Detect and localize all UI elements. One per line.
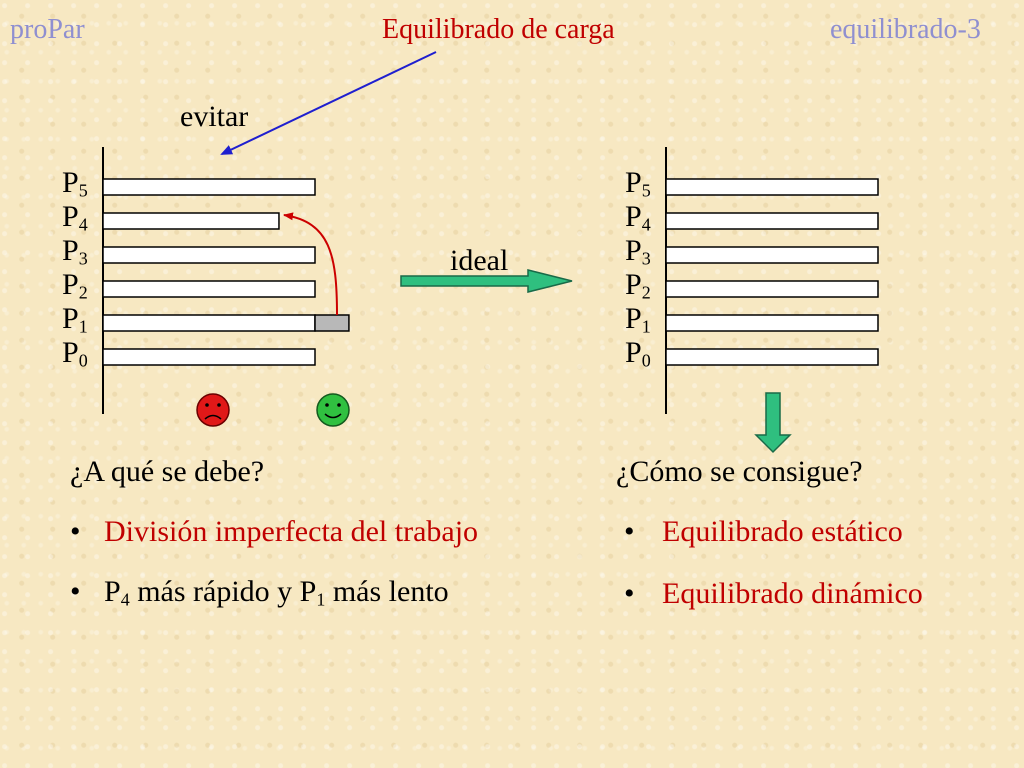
right-bars-group xyxy=(665,178,879,366)
processor-label-sub: 5 xyxy=(78,180,88,201)
left-bullet-2-b: más rápido y P xyxy=(129,575,317,608)
bullet-symbol: • xyxy=(624,577,635,610)
right-bullet-2-text: Equilibrado dinámico xyxy=(662,577,923,610)
slide-id: equilibrado-3 xyxy=(830,14,981,45)
processor-label-base: P xyxy=(625,234,642,267)
processor-bar-p3 xyxy=(102,246,316,264)
happy-face-icon xyxy=(316,393,350,427)
right-question: ¿Cómo se consigue? xyxy=(616,455,863,488)
processor-label-sub: 3 xyxy=(78,248,88,269)
processor-label-sub: 5 xyxy=(641,180,651,201)
processor-label-base: P xyxy=(625,166,642,199)
processor-label-p3: P3 xyxy=(625,234,651,269)
left-bullet-2: • P4 más rápido y P1 más lento xyxy=(70,575,449,610)
processor-label-p0: P0 xyxy=(625,336,651,371)
processor-label-base: P xyxy=(62,234,79,267)
processor-label-base: P xyxy=(62,166,79,199)
title-to-avoid-arrow xyxy=(220,51,437,155)
work-transfer-arrow xyxy=(283,212,338,316)
processor-bar-p1 xyxy=(665,314,879,332)
processor-label-p5: P5 xyxy=(625,166,651,201)
bullet-symbol: • xyxy=(624,515,635,548)
right-bullet-1-text: Equilibrado estático xyxy=(662,515,903,548)
processor-label-sub: 1 xyxy=(641,316,651,337)
processor-label-base: P xyxy=(625,200,642,233)
processor-label-sub: 2 xyxy=(78,282,88,303)
left-bullet-1: • División imperfecta del trabajo xyxy=(70,517,478,547)
processor-label-sub: 2 xyxy=(641,282,651,303)
bullet-symbol: • xyxy=(70,575,81,608)
processor-label-base: P xyxy=(625,268,642,301)
processor-label-p2: P2 xyxy=(62,268,88,303)
ideal-arrow xyxy=(400,269,573,293)
processor-label-sub: 4 xyxy=(641,214,651,235)
processor-bar-p2 xyxy=(665,280,879,298)
processor-label-sub: 1 xyxy=(78,316,88,337)
processor-label-p0: P0 xyxy=(62,336,88,371)
processor-label-base: P xyxy=(62,268,79,301)
processor-label-base: P xyxy=(625,336,642,369)
processor-label-p1: P1 xyxy=(62,302,88,337)
processor-bar-p5 xyxy=(665,178,879,196)
processor-label-sub: 0 xyxy=(78,350,88,371)
bullet-symbol: • xyxy=(70,515,81,548)
left-bars-group xyxy=(102,178,350,366)
processor-bar-p2 xyxy=(102,280,316,298)
processor-label-base: P xyxy=(62,200,79,233)
processor-bar-p5 xyxy=(102,178,316,196)
processor-label-sub: 3 xyxy=(641,248,651,269)
slide-title: Equilibrado de carga xyxy=(382,14,615,45)
processor-label-p5: P5 xyxy=(62,166,88,201)
processor-excess-p1 xyxy=(314,314,350,332)
processor-bar-p1 xyxy=(102,314,316,332)
course-name: proPar xyxy=(10,14,85,45)
down-arrow xyxy=(754,392,792,454)
left-bullet-1-text: División imperfecta del trabajo xyxy=(104,515,479,548)
processor-label-sub: 0 xyxy=(641,350,651,371)
left-bullet-2-sub-b: 1 xyxy=(316,589,326,610)
processor-bar-p3 xyxy=(665,246,879,264)
left-bullet-2-c: más lento xyxy=(325,575,449,608)
left-bullet-2-a: P xyxy=(104,575,121,608)
processor-label-p1: P1 xyxy=(625,302,651,337)
left-bullet-2-sub-a: 4 xyxy=(120,589,130,610)
left-question: ¿A qué se debe? xyxy=(70,455,265,488)
processor-label-p2: P2 xyxy=(625,268,651,303)
sad-face-icon xyxy=(196,393,230,427)
processor-bar-p0 xyxy=(665,348,879,366)
processor-label-base: P xyxy=(625,302,642,335)
processor-label-p4: P4 xyxy=(62,200,88,235)
processor-bar-p0 xyxy=(102,348,316,366)
right-bullet-2: • Equilibrado dinámico xyxy=(624,579,923,609)
processor-label-p3: P3 xyxy=(62,234,88,269)
avoid-label: evitar xyxy=(180,100,249,133)
ideal-label: ideal xyxy=(450,244,509,277)
processor-label-base: P xyxy=(62,302,79,335)
processor-bar-p4 xyxy=(665,212,879,230)
processor-label-p4: P4 xyxy=(625,200,651,235)
processor-bar-p4 xyxy=(102,212,280,230)
right-bullet-1: • Equilibrado estático xyxy=(624,517,903,547)
processor-label-sub: 4 xyxy=(78,214,88,235)
processor-label-base: P xyxy=(62,336,79,369)
